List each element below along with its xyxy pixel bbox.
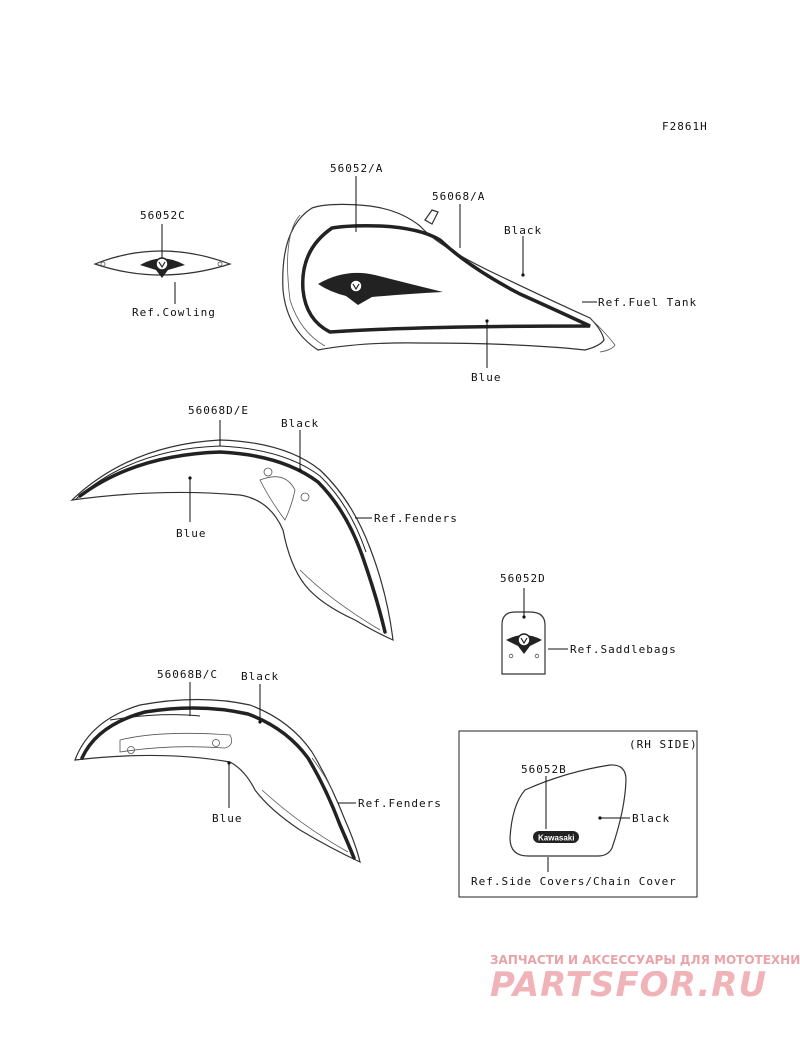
watermark-logo: PARTSFOR.RU <box>490 965 767 1005</box>
cowling-ref-label: Ref.Cowling <box>132 306 216 319</box>
rh-side-box <box>458 730 698 898</box>
rear-fender <box>74 698 361 864</box>
tank-stripe-part-label: 56068/A <box>432 190 485 203</box>
front-fender <box>70 439 394 641</box>
rear-fender-part-label: 56068B/C <box>157 668 218 681</box>
side-cover-ref-label: Ref.Side Covers/Chain Cover <box>471 875 677 888</box>
front-fender-black-label: Black <box>281 417 319 430</box>
tank-emblem-part-label: 56052/A <box>330 162 383 175</box>
rear-fender-blue-label: Blue <box>212 812 243 825</box>
saddlebag-part-label: 56052D <box>500 572 546 585</box>
side-cover-black-label: Black <box>632 812 670 825</box>
front-fender-ref-label: Ref.Fenders <box>374 512 458 525</box>
rh-side-label: (RH SIDE) <box>629 738 698 751</box>
side-cover: Kawasaki <box>509 764 627 857</box>
figure-code: F2861H <box>662 120 708 133</box>
kawasaki-badge-text: Kawasaki <box>538 834 574 843</box>
saddlebag-emblem <box>501 611 546 675</box>
watermark-tagline: ЗАПЧАСТИ И АКСЕССУАРЫ ДЛЯ МОТОТЕХНИКИ <box>490 953 800 967</box>
cowling-emblem <box>93 250 232 278</box>
tank-blue-label: Blue <box>471 371 502 384</box>
cowling-part-label: 56052C <box>140 209 186 222</box>
front-fender-blue-label: Blue <box>176 527 207 540</box>
rear-fender-ref-label: Ref.Fenders <box>358 797 442 810</box>
rear-fender-black-label: Black <box>241 670 279 683</box>
tank-ref-label: Ref.Fuel Tank <box>598 296 697 309</box>
saddlebag-ref-label: Ref.Saddlebags <box>570 643 677 656</box>
tank-black-label: Black <box>504 224 542 237</box>
front-fender-part-label: 56068D/E <box>188 404 249 417</box>
side-cover-part-label: 56052B <box>521 763 567 776</box>
fuel-tank <box>282 203 616 353</box>
